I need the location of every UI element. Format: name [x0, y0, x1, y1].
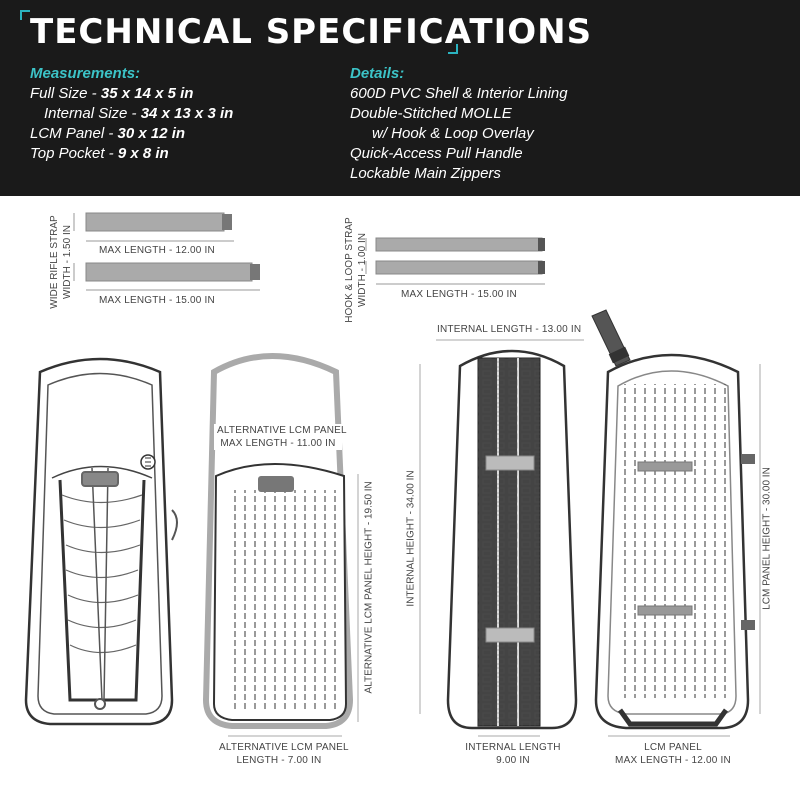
label-internal-length-bottom: Internal Length 9.00 in [460, 741, 566, 767]
hook-loop-strap-2 [375, 260, 545, 275]
label-alt-lcm-panel-height: Alternative LCM Panel Height - 19.50 in [363, 478, 376, 697]
page-title: Technical Specifications [30, 12, 593, 52]
bag-internal-view [446, 349, 578, 730]
detail-item: Double-Stitched MOLLE [350, 105, 512, 122]
detail-item: Lockable Main Zippers [350, 165, 501, 182]
detail-item: w/ Hook & Loop Overlay [372, 125, 534, 142]
bag-lcm-panel-view [594, 353, 755, 730]
spec-header: Technical Specifications Measurements: F… [0, 0, 800, 196]
strap-dimension-lines [73, 213, 545, 291]
measurement-full-size: Full Size - 35 x 14 x 5 in [30, 85, 194, 102]
title-bracket-bottom-right [448, 44, 458, 54]
label-wide-strap-length-12: Max Length - 12.00 in [96, 244, 218, 257]
wide-rifle-strap-12 [85, 212, 232, 232]
label-hook-strap-length: Max Length - 15.00 in [398, 288, 520, 301]
label-alt-lcm-panel-length: Alternative LCM Panel Length - 7.00 in [216, 741, 349, 767]
bag-outer-view [24, 357, 178, 726]
details-section: Details: 600D PVC Shell & Interior Linin… [350, 64, 568, 184]
measurements-section: Measurements: Full Size - 35 x 14 x 5 in… [30, 64, 233, 164]
measurement-top-pocket: Top Pocket - 9 x 8 in [30, 145, 169, 162]
specification-diagram [24, 212, 761, 737]
label-wide-rifle-strap: Wide Rifle Strap Width - 1.50 in [49, 215, 73, 309]
label-lcm-panel-length: LCM Panel Max Length - 12.00 in [608, 741, 738, 767]
label-internal-length-top: Internal Length - 13.00 in [434, 323, 585, 336]
detail-item: Quick-Access Pull Handle [350, 145, 523, 162]
label-internal-height: Internal Height - 34.00 in [405, 464, 418, 614]
pull-handle [591, 309, 631, 367]
label-wide-strap-length-15: Max Length - 15.00 in [96, 294, 218, 307]
measurement-internal-size: Internal Size - 34 x 13 x 3 in [44, 105, 234, 122]
brand-logo-icon [140, 454, 156, 470]
bag-alternative-lcm-panel [202, 353, 354, 729]
title-bracket-top-left [20, 10, 30, 20]
measurement-lcm-panel: LCM Panel - 30 x 12 in [30, 125, 186, 142]
details-heading: Details: [350, 65, 405, 82]
wide-rifle-strap-15 [85, 262, 260, 282]
hook-loop-strap-1 [375, 237, 545, 252]
detail-item: 600D PVC Shell & Interior Lining [350, 85, 568, 102]
measurements-heading: Measurements: [30, 65, 141, 82]
label-alt-lcm-panel: Alternative LCM Panel Max Length - 11.00… [214, 424, 347, 450]
label-lcm-panel-height: LCM Panel Height - 30.00 in [761, 464, 774, 614]
label-hook-loop-strap: Hook & Loop Strap Width - 1.00 in [344, 217, 368, 323]
